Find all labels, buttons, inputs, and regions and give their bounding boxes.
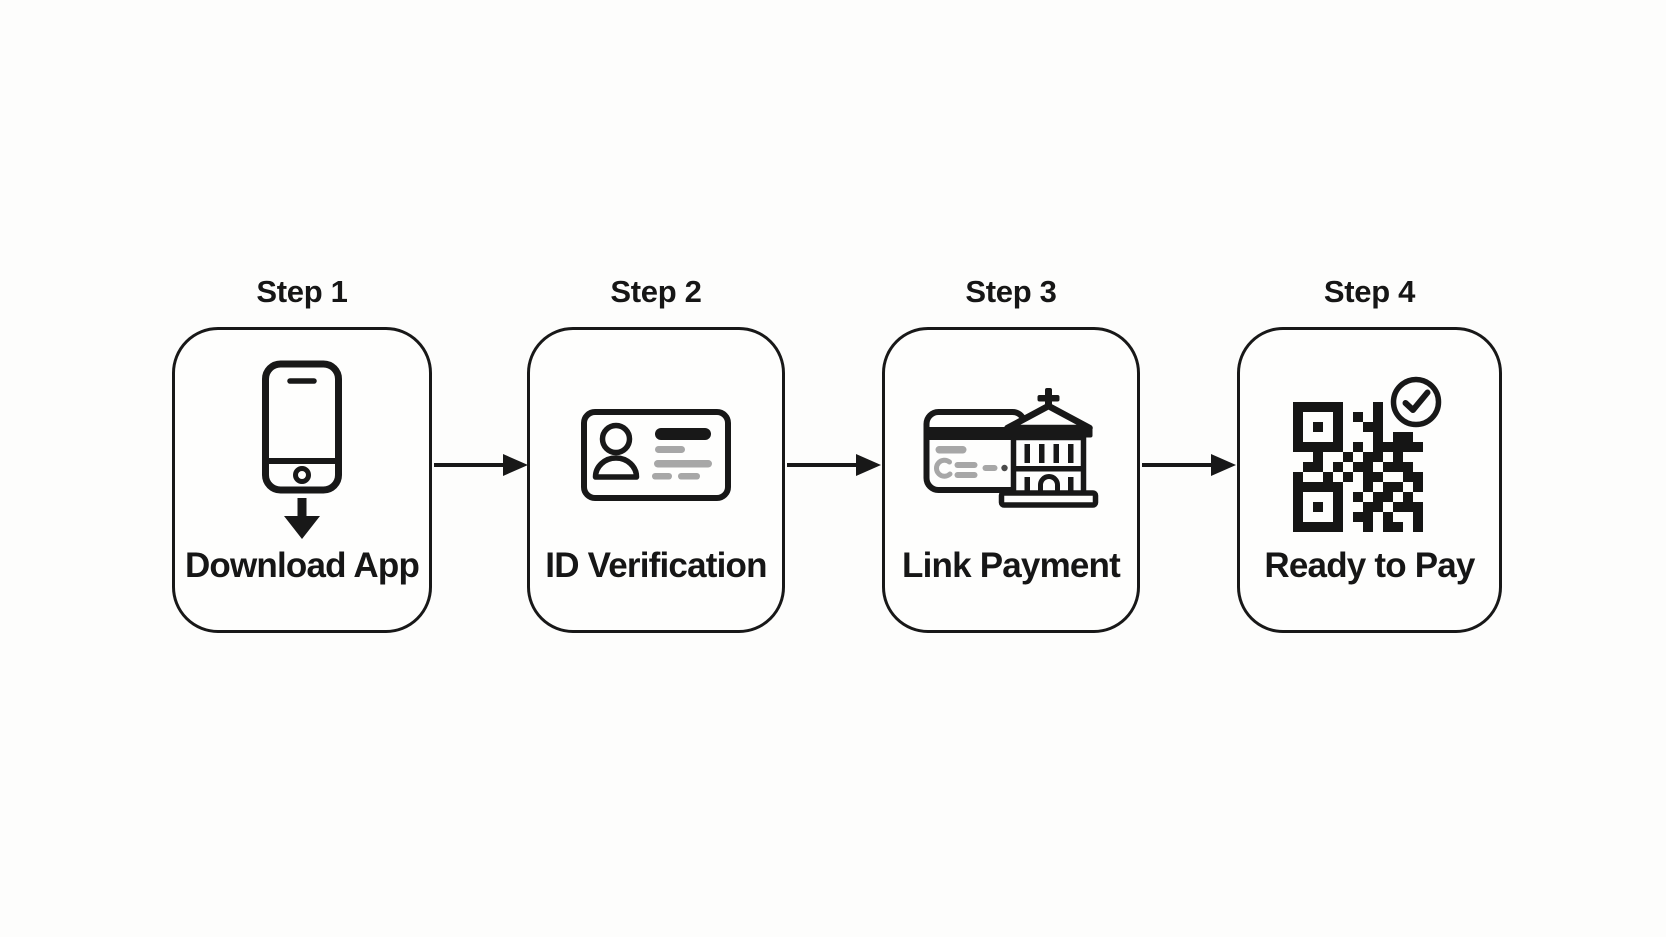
name-bar xyxy=(655,428,711,440)
person-head xyxy=(599,422,633,456)
step-4-title: Step 4 xyxy=(1323,274,1416,309)
step-3: Step 3 xyxy=(882,274,1140,633)
flow-arrow-2 xyxy=(787,450,881,480)
credit-card-bank-icon xyxy=(923,387,1099,514)
arrow-head-icon xyxy=(503,454,528,476)
qr-code-check-icon xyxy=(1290,376,1450,536)
step-3-box: Link Payment xyxy=(882,327,1140,633)
step-2-caption: ID Verification xyxy=(545,546,767,585)
download-arrow-icon xyxy=(284,498,320,539)
step-2-box: ID Verification xyxy=(527,327,785,633)
person-shoulders xyxy=(592,455,640,480)
credit-card-icon xyxy=(923,409,1028,493)
smartphone-download-icon xyxy=(252,360,352,545)
id-card-icon xyxy=(581,409,731,506)
step-1-title: Step 1 xyxy=(256,274,348,309)
step-2: Step 2 ID Verification xyxy=(527,274,785,633)
magnetic-stripe xyxy=(928,427,1023,440)
step-3-title: Step 3 xyxy=(965,274,1057,309)
flow-arrow-3 xyxy=(1142,450,1236,480)
home-button xyxy=(293,466,311,484)
door-arch xyxy=(1038,474,1060,492)
step-4-caption: Ready to Pay xyxy=(1264,546,1475,585)
step-1-box: Download App xyxy=(172,327,432,633)
step-4: Step 4 Ready to Pay xyxy=(1237,274,1502,633)
step-3-caption: Link Payment xyxy=(902,546,1121,585)
arrow-head-icon xyxy=(1211,454,1236,476)
floor-divider xyxy=(1013,466,1084,472)
step-1-caption: Download App xyxy=(184,546,420,585)
bank-icon xyxy=(998,388,1099,508)
arrow-head-icon xyxy=(856,454,881,476)
qr-code xyxy=(1292,402,1423,532)
step-2-title: Step 2 xyxy=(610,274,702,309)
checkmark-icon xyxy=(1390,376,1442,428)
flow-arrow-1 xyxy=(434,450,528,480)
step-4-box: Ready to Pay xyxy=(1237,327,1502,633)
step-1: Step 1 Download App xyxy=(172,274,432,633)
base-pedestal xyxy=(998,490,1099,508)
